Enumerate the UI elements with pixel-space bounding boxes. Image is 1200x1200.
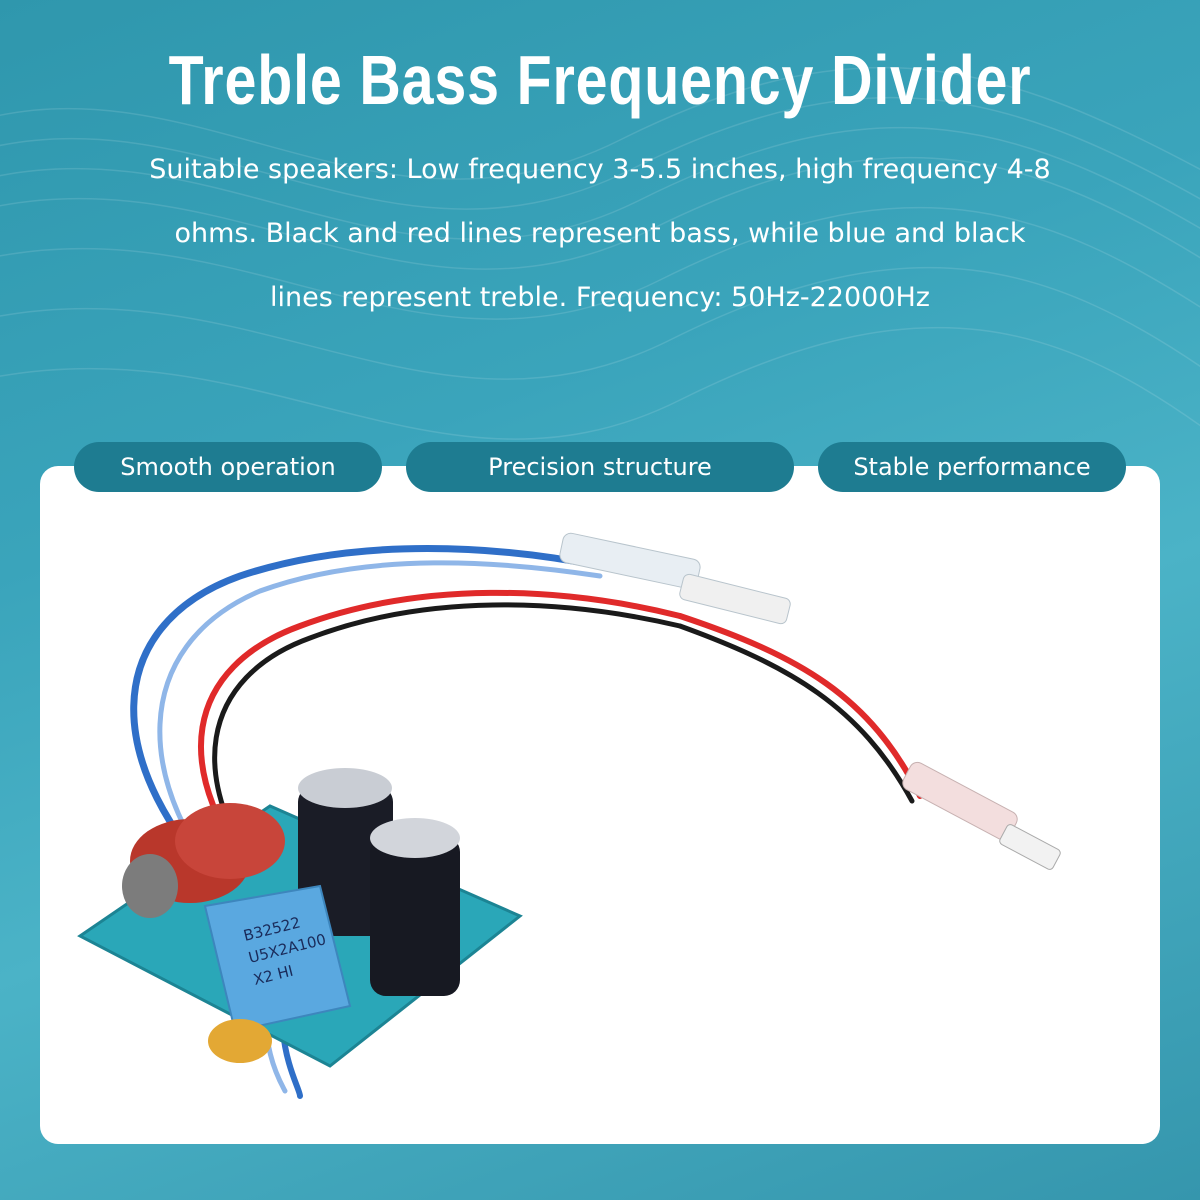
film-capacitor: B32522 U5X2A100 X2 HI bbox=[203, 884, 352, 1033]
capacitor-2 bbox=[370, 818, 460, 996]
inductor-coil bbox=[122, 803, 285, 918]
feature-tag-stable-performance: Stable performance bbox=[818, 442, 1126, 492]
wire-connectors bbox=[559, 532, 1061, 870]
wires bbox=[130, 545, 923, 1099]
page-title: Treble Bass Frequency Divider bbox=[168, 41, 1032, 119]
ceramic-capacitor bbox=[208, 1019, 272, 1063]
product-description: Suitable speakers: Low frequency 3-5.5 i… bbox=[149, 154, 1051, 313]
product-image: B32522 U5X2A100 X2 HI bbox=[77, 532, 1061, 1099]
feature-tag-smooth-operation: Smooth operation bbox=[74, 442, 382, 492]
feature-tag-precision-structure: Precision structure bbox=[406, 442, 794, 492]
